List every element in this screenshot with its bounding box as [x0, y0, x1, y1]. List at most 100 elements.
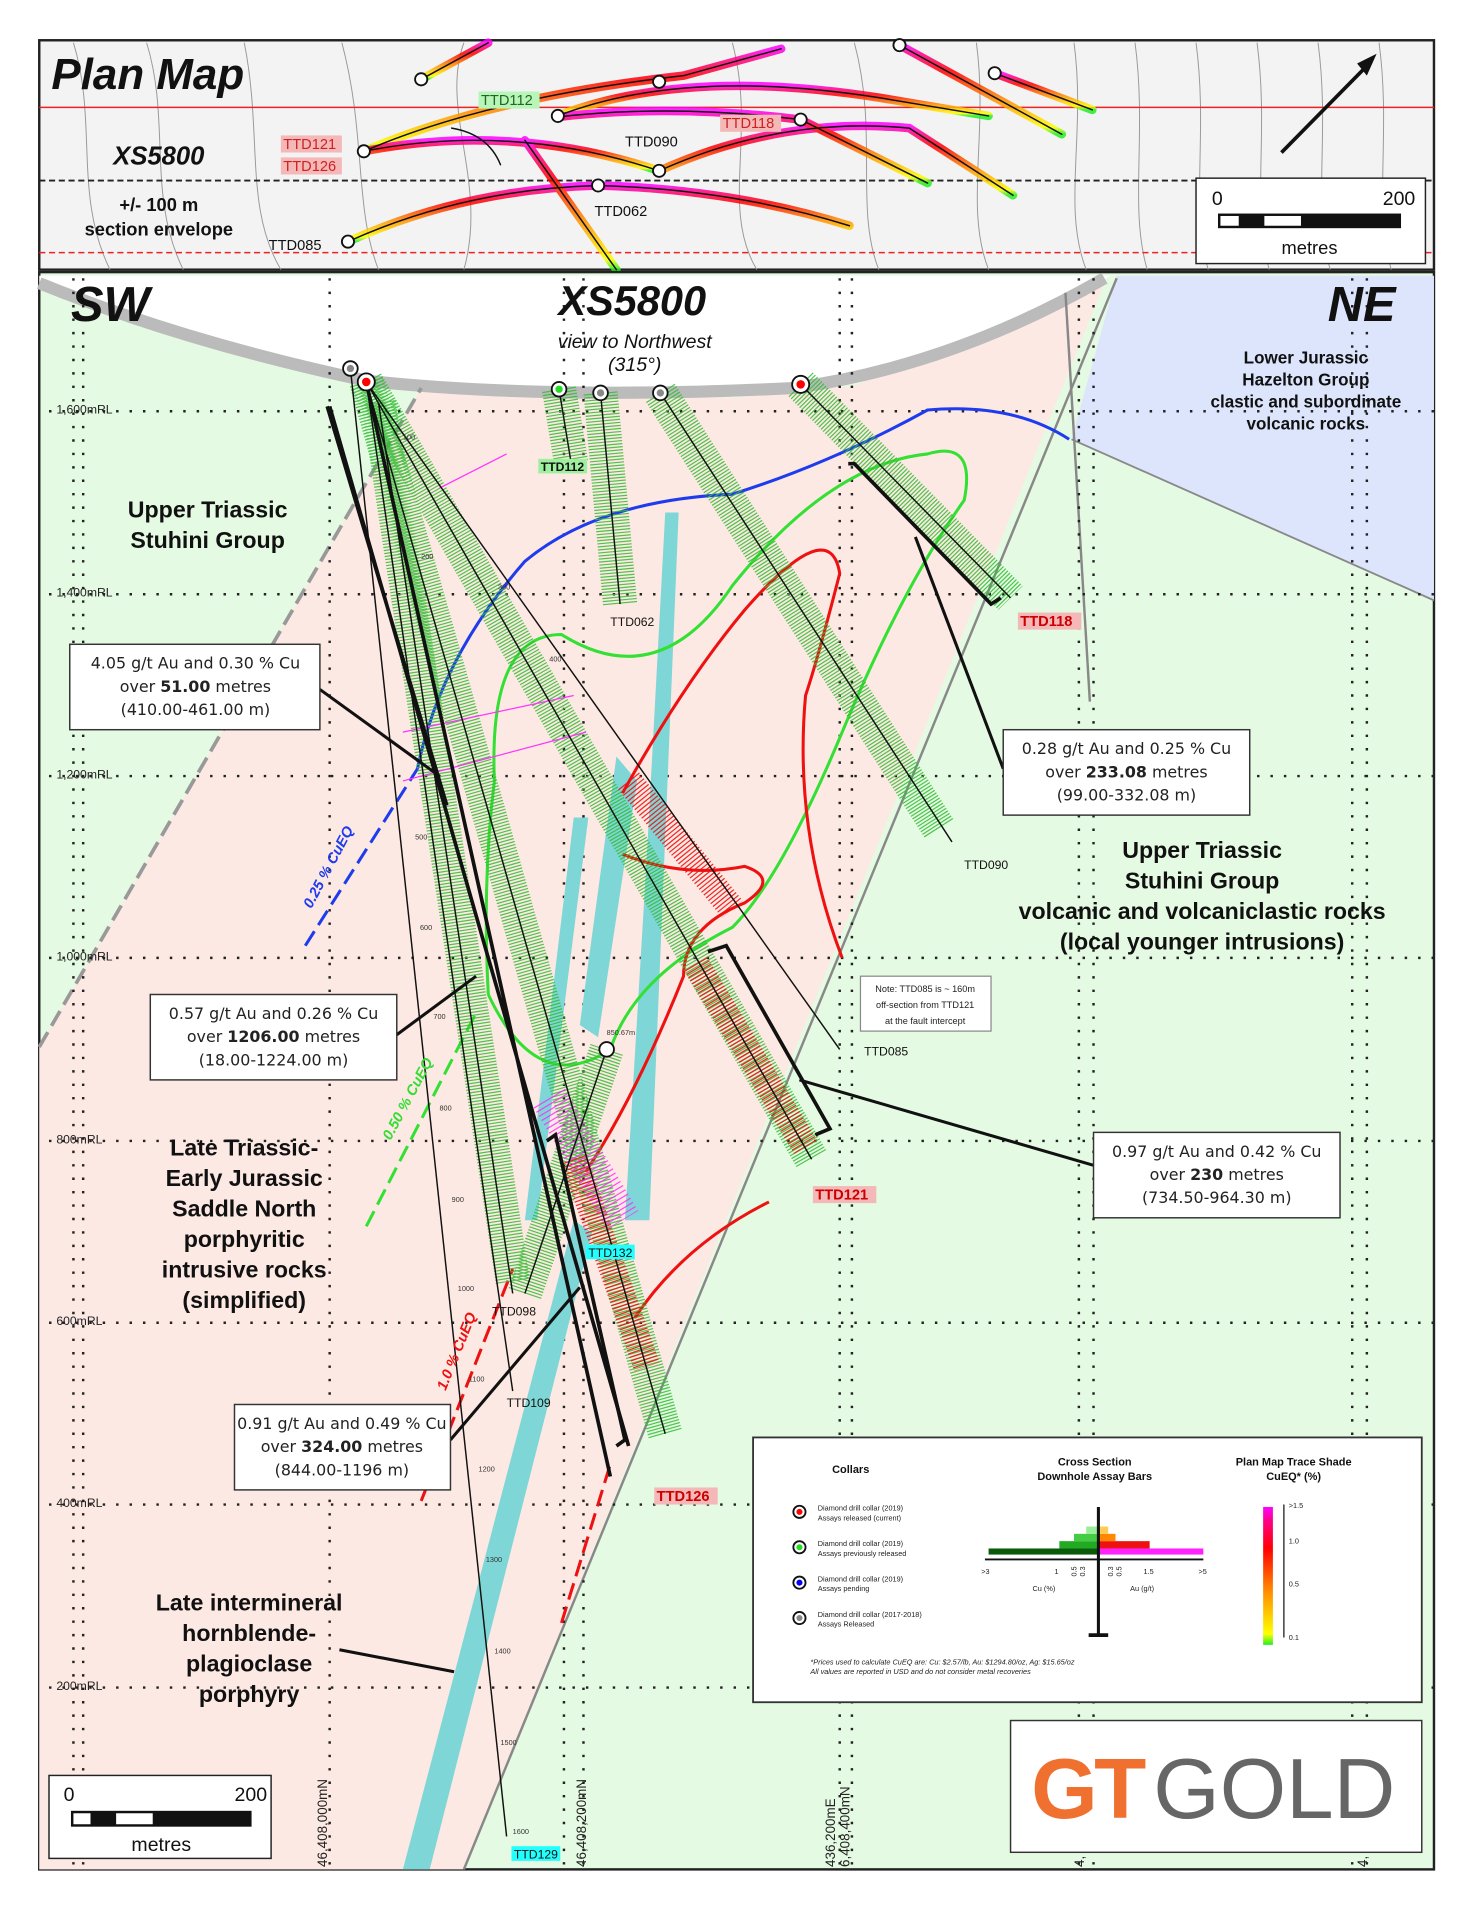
- grid-coordinate-labels: 46,408,000mN 46,408,200mN 436,200mE 6,40…: [315, 1779, 1370, 1867]
- depth-200: 200: [421, 552, 433, 561]
- plan-label-ttd112: TTD112: [481, 93, 533, 109]
- ne-fault: [1064, 292, 1092, 702]
- callout-range: (99.00-332.08 m): [1057, 785, 1196, 804]
- plan-hole-labels: TTD112 TTD118 TTD121 TTD126 TTD090 TTD06…: [269, 91, 782, 254]
- hole-ttd090: [659, 392, 953, 843]
- intercept-brackets: [325, 381, 1002, 1477]
- contour-050-green-dashed: [364, 1012, 478, 1228]
- north-arrow-icon: [1280, 53, 1377, 154]
- contour-100-red-3: [633, 1200, 770, 1319]
- depth-1000: 1000: [458, 1284, 474, 1293]
- plan-label-ttd085: TTD085: [269, 238, 322, 254]
- legend-shade-title-2: CuEQ* (%): [1266, 1471, 1321, 1483]
- view-azimuth: (315°): [608, 354, 661, 376]
- hole-ttd129: [349, 368, 508, 1837]
- collar-previous-2: Assays previously released: [818, 1549, 907, 1558]
- collar-current-1: Diamond drill collar (2019): [818, 1504, 903, 1513]
- ne-label: NE: [1328, 278, 1397, 332]
- unit-saddle-north-5: intrusive rocks: [162, 1257, 327, 1283]
- callout-grade: 0.28 g/t Au and 0.25 % Cu: [1022, 739, 1231, 758]
- callout-range: (18.00-1224.00 m): [199, 1050, 349, 1069]
- grid-label-408000: 46,408,000mN: [315, 1779, 330, 1867]
- callout-18m: 0.57 g/t Au and 0.26 % Cu over 1206.00 m…: [149, 993, 398, 1081]
- unit-stuhini-right-2: Stuhini Group: [1125, 867, 1279, 893]
- collar-old-2: Assays Released: [818, 1620, 875, 1629]
- contour-100-red-dashed: [419, 1268, 612, 1624]
- depth-1400: 1400: [494, 1646, 510, 1655]
- plan-map-title: Plan Map: [51, 50, 244, 99]
- plan-label-ttd090: TTD090: [625, 134, 678, 150]
- plan-label-ttd121: TTD121: [283, 137, 336, 153]
- section-scale-unit: metres: [131, 1834, 191, 1856]
- unit-stuhini-right: Upper Triassic: [1122, 837, 1282, 863]
- unit-saddle-north-6: (simplified): [182, 1287, 306, 1313]
- drill-holes: [349, 368, 1012, 1837]
- mrl-200: 200mRL: [56, 1679, 102, 1693]
- unit-hazelton: Lower Jurassic: [1244, 349, 1368, 368]
- grid-label-408400: 6,408,400mN: [837, 1786, 852, 1867]
- callout-grade: 0.91 g/t Au and 0.49 % Cu: [237, 1414, 446, 1433]
- au-tick-03: 0.3: [1106, 1566, 1115, 1576]
- hazelton-region: [1071, 275, 1434, 601]
- legend-bars-title-2: Downhole Assay Bars: [1037, 1471, 1152, 1483]
- unit-saddle-north-2: Early Jurassic: [166, 1165, 323, 1191]
- label-ttd118: TTD118: [1020, 614, 1072, 630]
- hazelton-contact: [1071, 438, 1435, 602]
- shade-tick-01: 0.1: [1289, 1633, 1299, 1642]
- label-ttd109: TTD109: [507, 1396, 551, 1410]
- depth-1500: 1500: [500, 1738, 516, 1747]
- callout-grade: 4.05 g/t Au and 0.30 % Cu: [91, 654, 300, 673]
- rock-unit-labels: Upper Triassic Stuhini Group Lower Juras…: [128, 349, 1401, 1708]
- plan-scale-end: 200: [1383, 188, 1416, 210]
- depth-1200: 1200: [479, 1465, 495, 1474]
- label-ttd085: TTD085: [864, 1044, 908, 1058]
- logo-gold: GOLD: [1153, 1742, 1395, 1837]
- unit-stuhini-right-3: volcanic and volcaniclastic rocks: [1019, 898, 1386, 924]
- hole-ttd085: [365, 381, 841, 1050]
- unit-stuhini-left-2: Stuhini Group: [130, 527, 284, 553]
- mrl-1000: 1,000mRL: [56, 949, 112, 963]
- plan-scale-start: 0: [1212, 188, 1223, 210]
- shade-tick-05: 0.5: [1289, 1579, 1299, 1588]
- label-ttd121: TTD121: [815, 1187, 868, 1203]
- unit-intermineral-4: porphyry: [199, 1681, 300, 1707]
- mrl-400: 400mRL: [56, 1496, 102, 1510]
- callout-length: over 324.00 metres: [261, 1437, 423, 1456]
- cu-tick-03: 0.3: [1078, 1566, 1087, 1576]
- legend-footnote-2: All values are reported in USD and do no…: [809, 1667, 1031, 1676]
- unit-intermineral-3: plagioclase: [186, 1651, 312, 1677]
- contour-100-red: [621, 548, 844, 959]
- au-tick-15: 1.5: [1144, 1567, 1154, 1576]
- east-fault: [462, 277, 1118, 1870]
- section-hole-labels: TTD112 TTD062 TTD118 TTD090 TTD085 TTD12…: [492, 458, 1082, 1861]
- label-ttd129: TTD129: [514, 1847, 558, 1861]
- collar-old-1: Diamond drill collar (2017-2018): [818, 1610, 922, 1619]
- callout-range: (734.50-964.30 m): [1142, 1188, 1292, 1207]
- unit-stuhini-right-4: (local younger intrusions): [1060, 928, 1345, 954]
- section-collar-fills: [346, 364, 805, 397]
- cu-tick-1: 1: [1054, 1567, 1058, 1576]
- plan-collars: [340, 38, 1002, 249]
- unit-stuhini-left: Upper Triassic: [128, 496, 288, 522]
- au-tick-5: >5: [1198, 1567, 1206, 1576]
- sw-label: SW: [71, 278, 154, 332]
- collar-previous-1: Diamond drill collar (2019): [818, 1539, 903, 1548]
- mrl-labels: 1,600mRL 1,400mRL 1,200mRL 1,000mRL 800m…: [56, 403, 112, 1693]
- label-ttd090: TTD090: [964, 858, 1008, 872]
- callout-range: (410.00-461.00 m): [121, 700, 271, 719]
- depth-300: 300: [498, 582, 510, 591]
- callout-length: over 233.08 metres: [1045, 762, 1207, 781]
- section-scale-start: 0: [64, 1784, 75, 1806]
- plan-map: Plan Map XS5800 +/- 100 m section envelo…: [38, 38, 1436, 274]
- legend-collar-items: Diamond drill collar (2019) Assays relea…: [792, 1504, 922, 1629]
- legend-shade-title: Plan Map Trace Shade: [1236, 1456, 1352, 1468]
- collar-pending-1: Diamond drill collar (2019): [818, 1574, 903, 1583]
- unit-hazelton-3: clastic and subordinate: [1210, 393, 1401, 412]
- hole-ttd121: [365, 381, 813, 1160]
- cross-section: 1,600mRL 1,400mRL 1,200mRL 1,000mRL 800m…: [36, 270, 1436, 1871]
- plan-label-ttd118: TTD118: [723, 116, 775, 132]
- hole-ttd098: [377, 402, 514, 1294]
- callout-range: (844.00-1196 m): [275, 1460, 409, 1479]
- depth-ticks: 100 200 300 400 500 600 700 800 900 1000…: [403, 432, 635, 1836]
